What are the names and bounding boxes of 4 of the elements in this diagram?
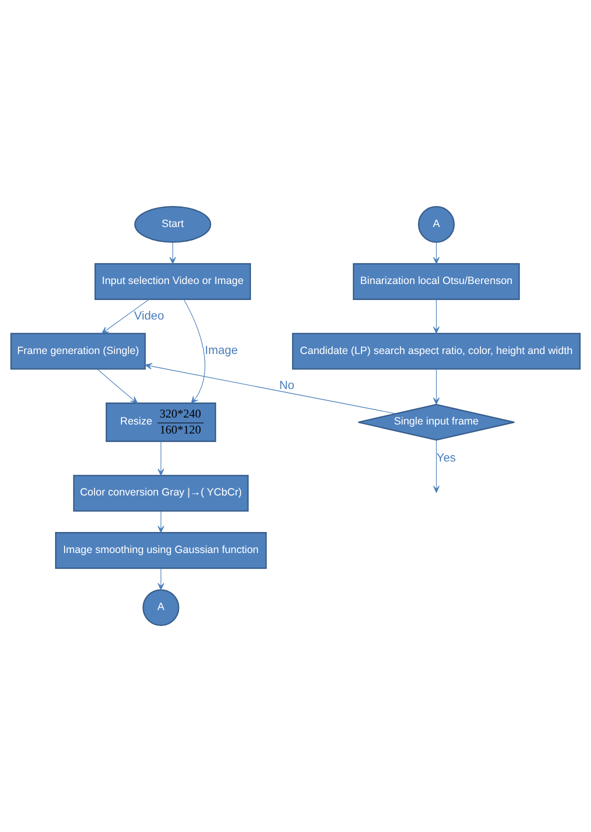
edge-label: Yes <box>436 450 456 464</box>
edge-label: Video <box>134 308 164 322</box>
edge-label: Image <box>204 343 238 358</box>
edge-label: No <box>279 378 294 392</box>
